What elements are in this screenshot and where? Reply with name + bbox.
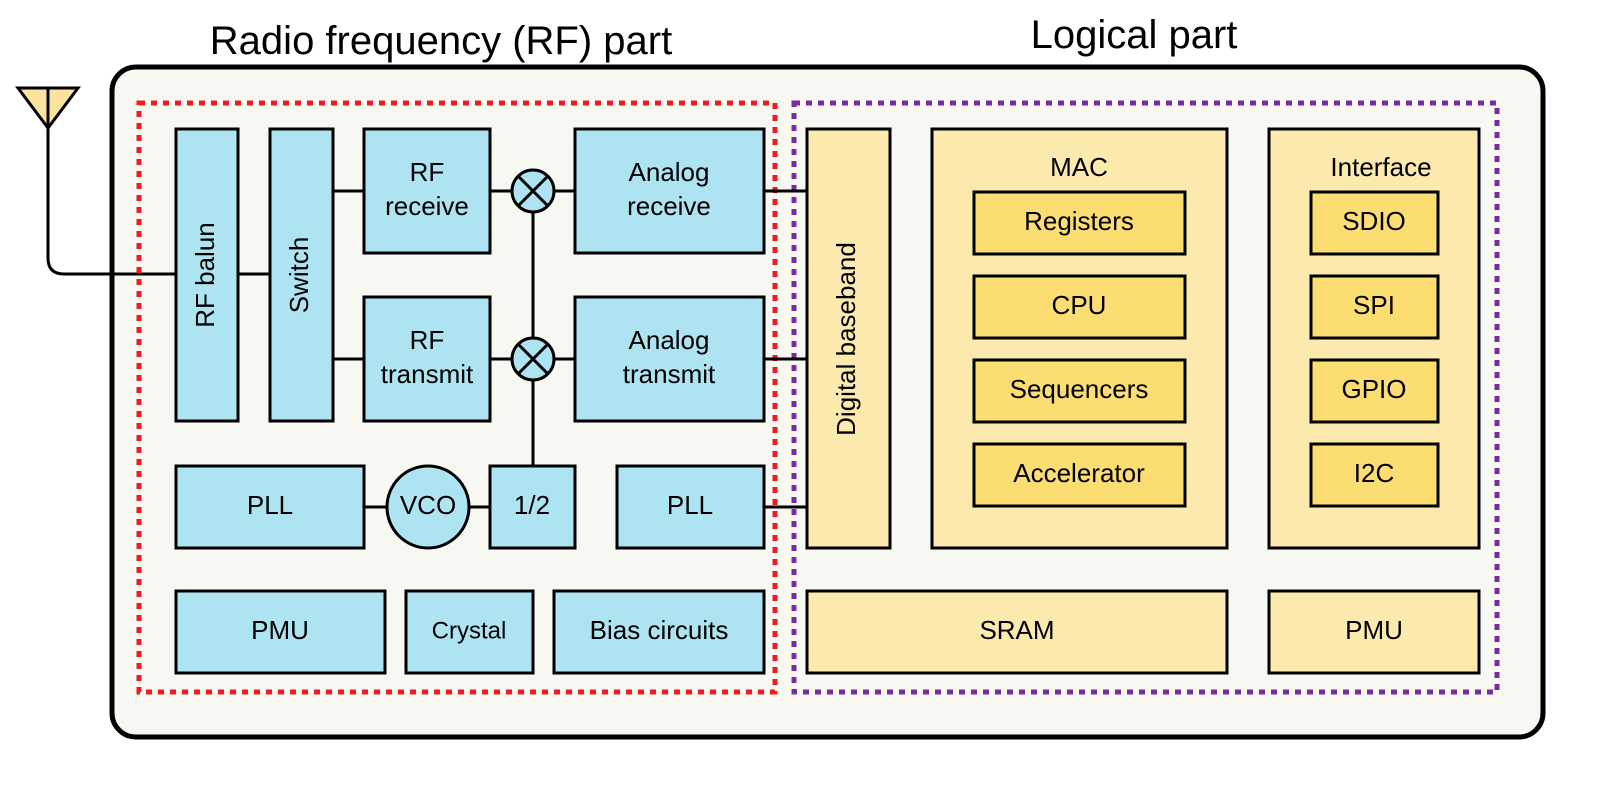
analog-transmit-label-line1: Analog bbox=[629, 325, 710, 355]
rf-receive-block bbox=[362, 127, 492, 255]
mac-item-sequencers bbox=[972, 358, 1187, 424]
sram-block bbox=[805, 589, 1229, 675]
interface-title: Interface bbox=[1330, 152, 1431, 182]
interface-item-spi bbox=[1309, 274, 1440, 340]
rf-pmu-block bbox=[174, 589, 387, 675]
analog-receive-block bbox=[573, 127, 766, 255]
interface-item-spi-label: SPI bbox=[1353, 290, 1395, 320]
rf-receive-label-line1: RF bbox=[410, 157, 445, 187]
mac-item-accelerator bbox=[972, 442, 1187, 508]
vco-block bbox=[385, 464, 471, 550]
mac-item-sequencers-label: Sequencers bbox=[1010, 374, 1149, 404]
divider-label: 1/2 bbox=[514, 490, 550, 520]
rf-receive-label-line2: receive bbox=[385, 191, 469, 221]
rf-pmu-label: PMU bbox=[251, 615, 309, 645]
analog-transmit-block bbox=[573, 295, 766, 423]
digital-baseband-block bbox=[805, 127, 892, 550]
signal-wires bbox=[238, 189, 807, 509]
interface-item-gpio bbox=[1309, 358, 1440, 424]
interface-item-i2c bbox=[1309, 442, 1440, 508]
bias-circuits-block bbox=[552, 589, 766, 675]
pll-left-block bbox=[174, 464, 366, 550]
analog-receive-label-line2: receive bbox=[627, 191, 711, 221]
rf-balun-block bbox=[174, 127, 240, 423]
rf-transmit-label-line1: RF bbox=[410, 325, 445, 355]
antenna-icon bbox=[15, 86, 176, 276]
rf-balun-label: RF balun bbox=[190, 222, 220, 328]
pll-right-block bbox=[615, 464, 766, 550]
analog-receive-label-line1: Analog bbox=[629, 157, 710, 187]
mac-item-cpu-label: CPU bbox=[1052, 290, 1107, 320]
switch-block bbox=[268, 127, 335, 423]
mac-item-accelerator-label: Accelerator bbox=[1013, 458, 1145, 488]
mac-title: MAC bbox=[1050, 152, 1108, 182]
analog-transmit-label-line2: transmit bbox=[623, 359, 716, 389]
mac-item-registers-label: Registers bbox=[1024, 206, 1134, 236]
crystal-block bbox=[404, 589, 535, 675]
divider-block bbox=[488, 464, 577, 550]
crystal-label: Crystal bbox=[432, 617, 507, 644]
digital-baseband-label: Digital baseband bbox=[831, 242, 861, 436]
bias-circuits-label: Bias circuits bbox=[590, 615, 729, 645]
pll-right-label: PLL bbox=[667, 490, 713, 520]
rf-transmit-label-line2: transmit bbox=[381, 359, 474, 389]
mac-item-cpu bbox=[972, 274, 1187, 340]
interface-item-i2c-label: I2C bbox=[1354, 458, 1394, 488]
rf-transmit-block bbox=[362, 295, 492, 423]
switch-label: Switch bbox=[284, 237, 314, 314]
pll-left-label: PLL bbox=[247, 490, 293, 520]
interface-item-gpio-label: GPIO bbox=[1341, 374, 1406, 404]
sram-label: SRAM bbox=[979, 615, 1054, 645]
interface-item-sdio-label: SDIO bbox=[1342, 206, 1406, 236]
logical-boundary bbox=[791, 100, 1500, 695]
mac-item-registers bbox=[972, 190, 1187, 256]
rf-boundary bbox=[136, 100, 778, 695]
logical-pmu-label: PMU bbox=[1345, 615, 1403, 645]
interface-item-sdio bbox=[1309, 190, 1440, 256]
logical-pmu-block bbox=[1267, 589, 1481, 675]
vco-label: VCO bbox=[400, 490, 456, 520]
mixer-transmit-icon bbox=[510, 336, 556, 382]
mixer-receive-icon bbox=[510, 168, 556, 214]
rf-section-title: Radio frequency (RF) part bbox=[210, 19, 672, 63]
logical-section-title: Logical part bbox=[1031, 13, 1238, 57]
